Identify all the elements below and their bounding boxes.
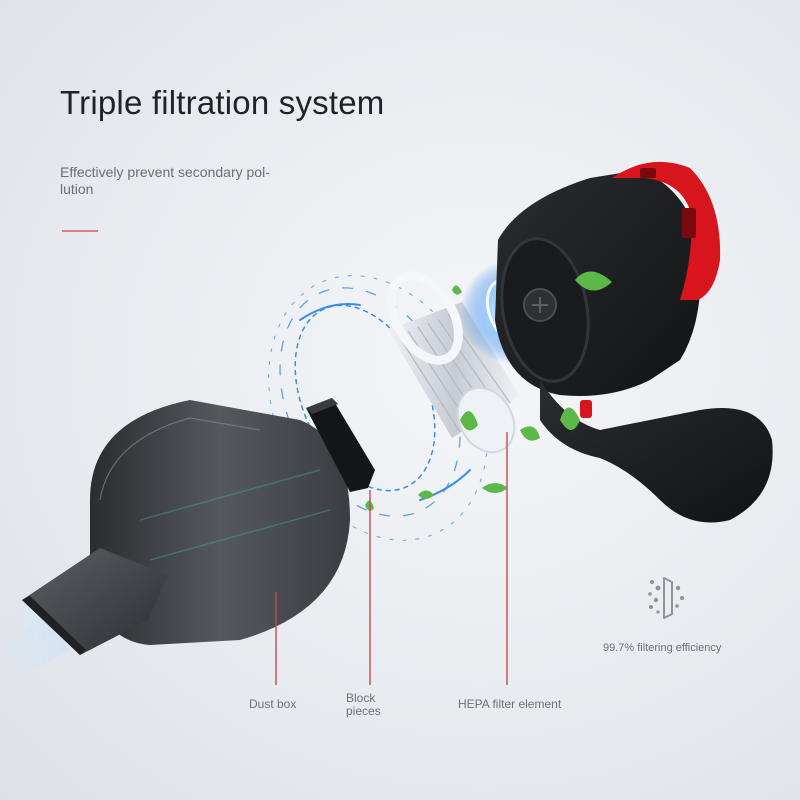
red-end-cap (612, 161, 721, 300)
label-block-pieces-line-1: Block (346, 691, 376, 705)
leaf-icons (365, 271, 612, 511)
efficiency-caption: 99.7% filtering efficiency (603, 642, 722, 654)
label-hepa-filter: HEPA filter element (458, 697, 562, 711)
subtitle: Effectively prevent secondary pol- lutio… (60, 164, 290, 198)
hepa-filter (387, 271, 520, 454)
subtitle-line-1: Effectively prevent secondary pol- (60, 164, 270, 180)
callout-lines (275, 432, 508, 685)
page-title: Triple filtration system (60, 84, 385, 121)
block-piece (306, 398, 375, 492)
nozzle (22, 548, 168, 655)
accent-divider (62, 230, 98, 232)
label-block-pieces: Block pieces (346, 692, 381, 718)
label-block-pieces-line-2: pieces (346, 704, 381, 718)
filter-particles-icon (648, 577, 684, 619)
label-dust-box: Dust box (249, 697, 297, 711)
vacuum-handle (540, 380, 773, 523)
subtitle-line-2: lution (60, 181, 94, 197)
